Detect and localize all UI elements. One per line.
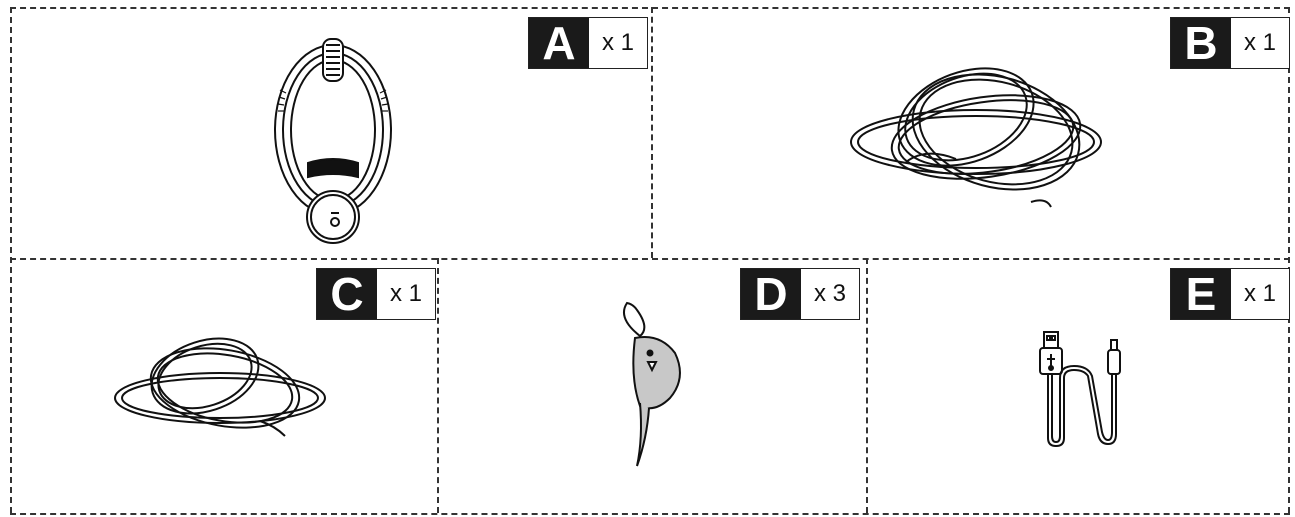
grid-border-top — [10, 7, 1290, 9]
short-cable-coil-icon — [114, 337, 326, 437]
grid-border-bottom — [10, 513, 1290, 515]
part-letter: B — [1171, 18, 1231, 68]
long-cable-coil-icon — [850, 67, 1102, 208]
panel-c: C x 1 — [10, 258, 437, 513]
part-letter: D — [741, 269, 801, 319]
part-badge-a: A x 1 — [528, 17, 648, 69]
part-badge-d: D x 3 — [740, 268, 860, 320]
part-letter: A — [529, 18, 589, 68]
part-quantity: x 1 — [1243, 29, 1276, 56]
grid-border-middle — [10, 258, 1290, 260]
panel-e: E x 1 — [866, 258, 1290, 513]
part-badge-b: B x 1 — [1170, 17, 1290, 69]
grid-border-right — [1288, 7, 1290, 513]
usb-cable-icon — [1039, 331, 1121, 448]
part-letter: E — [1171, 269, 1231, 319]
tag-icon — [623, 301, 681, 467]
grid-border-left — [10, 7, 12, 513]
panel-b: B x 1 — [651, 7, 1290, 258]
panel-d: D x 3 — [437, 258, 866, 513]
part-quantity: x 3 — [813, 280, 846, 307]
part-quantity: x 1 — [389, 280, 422, 307]
part-badge-c: C x 1 — [316, 268, 436, 320]
grid-divider-ab — [651, 7, 653, 258]
part-badge-e: E x 1 — [1170, 268, 1290, 320]
grid-divider-cd — [437, 258, 439, 513]
part-quantity: x 1 — [1243, 280, 1276, 307]
grid-divider-de — [866, 258, 868, 513]
part-letter: C — [317, 269, 377, 319]
padlock-icon — [274, 38, 392, 244]
panel-a: A x 1 — [10, 7, 651, 258]
part-quantity: x 1 — [601, 29, 634, 56]
